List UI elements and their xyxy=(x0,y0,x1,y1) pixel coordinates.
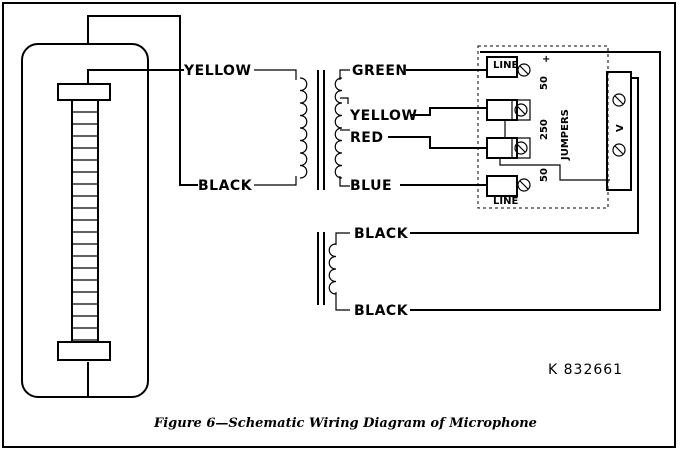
label-blue: BLUE xyxy=(350,178,392,194)
label-primary-black: BLACK xyxy=(198,178,253,194)
housing-top-wire xyxy=(87,15,198,186)
label-choke-black-top: BLACK xyxy=(354,226,409,242)
diagram-frame xyxy=(2,2,676,448)
microphone-element xyxy=(57,83,111,361)
right-bus-top xyxy=(410,51,661,311)
element-lead-yellow xyxy=(87,69,184,84)
wire-red xyxy=(388,136,487,149)
wire-yellow xyxy=(410,107,487,116)
label-green: GREEN xyxy=(352,63,408,79)
secondary-lead-yellow-tap xyxy=(340,97,349,104)
label-v: V xyxy=(615,124,626,132)
label-red: RED xyxy=(350,130,383,146)
choke-lead-top xyxy=(335,232,350,245)
primary-lead-bottom xyxy=(254,176,297,186)
output-coil xyxy=(317,232,337,305)
primary-lead-top xyxy=(254,69,297,80)
reference-number: K 832661 xyxy=(548,362,623,378)
microphone-housing xyxy=(21,43,149,398)
choke-lead-bottom xyxy=(335,292,350,311)
label-50-top: 50 xyxy=(539,76,550,90)
secondary-lead-green xyxy=(339,69,350,80)
label-primary-yellow: YELLOW xyxy=(183,63,251,79)
secondary-lead-blue xyxy=(339,176,350,187)
label-yellow: YELLOW xyxy=(349,108,417,124)
label-50-bottom: 50 xyxy=(539,168,550,182)
voltage-strip xyxy=(606,71,632,191)
label-line-top: LINE xyxy=(493,60,518,71)
label-line-bottom: LINE xyxy=(493,196,518,207)
label-jumpers: JUMPERS xyxy=(560,109,571,161)
label-250: 250 xyxy=(539,119,550,140)
terminal-posts xyxy=(486,56,610,197)
right-bus-mid xyxy=(410,77,639,234)
label-plus: + xyxy=(542,54,550,65)
figure-caption: Figure 6—Schematic Wiring Diagram of Mic… xyxy=(153,416,537,431)
input-transformer xyxy=(299,70,343,190)
label-choke-black-bottom: BLACK xyxy=(354,303,409,319)
